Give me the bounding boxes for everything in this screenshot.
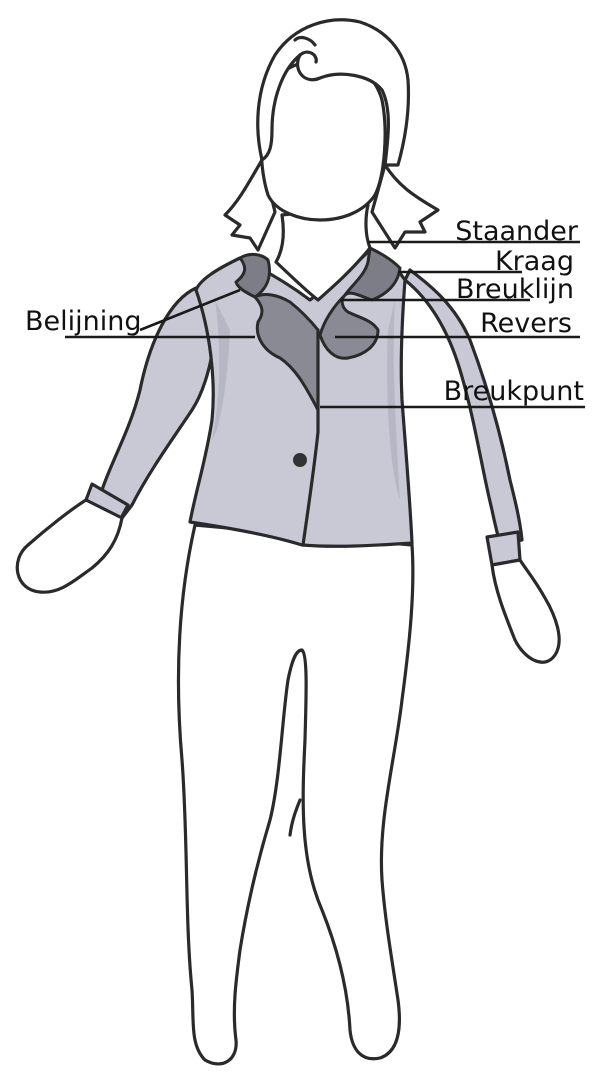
leg-knee-line [290, 800, 300, 835]
jacket-button [293, 453, 307, 467]
left-hand [17, 500, 122, 592]
right-hand [492, 560, 559, 662]
legs [178, 525, 412, 1064]
label-breuklijn: Breuklijn [456, 274, 574, 305]
label-revers: Revers [480, 308, 572, 339]
label-breukpunt: Breukpunt [444, 376, 584, 407]
label-kraag: Kraag [495, 246, 574, 277]
label-belijning: Belijning [25, 306, 142, 337]
label-staander: Staander [455, 216, 579, 247]
